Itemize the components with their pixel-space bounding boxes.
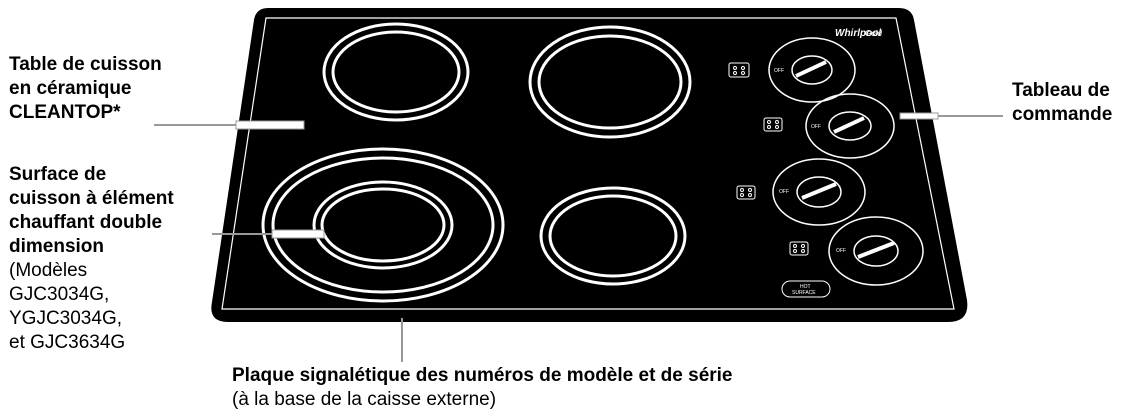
control-knob-3[interactable]: OFF — [772, 158, 866, 226]
cooktop-inner-border — [221, 17, 955, 310]
hot-surface-line1: HOT — [800, 284, 811, 290]
control-knob-4[interactable]: OFF — [828, 216, 924, 286]
leader-cooktop — [154, 120, 305, 130]
label-models-line1: (Modèles — [9, 260, 88, 281]
label-dual-line1: Surface de — [9, 164, 107, 185]
knob-off-label-3: OFF — [779, 189, 789, 195]
label-nameplate-note: (à la base de la caisse externe) — [232, 389, 497, 410]
cooktop-body — [211, 8, 968, 322]
burner-dual-element — [261, 147, 505, 303]
label-cooktop: Table de cuisson en céramique CLEANTOP* — [9, 53, 162, 125]
label-dual-line3: chauffant double — [9, 212, 163, 233]
brand-logo: Whirlpool — [835, 28, 881, 39]
burner-indicator-icon-1 — [728, 62, 750, 78]
brand-suffix: Gold — [865, 29, 882, 38]
burner-indicator-icon-4 — [789, 241, 809, 256]
label-dual-line2: cuisson à élément — [9, 188, 174, 209]
label-control-line1: Tableau de — [1012, 80, 1110, 101]
label-nameplate-title: Plaque signalétique des numéros de modèl… — [232, 365, 733, 386]
label-control-panel: Tableau de commande — [1012, 79, 1112, 127]
label-dual-element: Surface de cuisson à élément chauffant d… — [9, 163, 174, 355]
label-models-line4: et GJC3634G — [9, 332, 126, 353]
label-cooktop-line2: en céramique — [9, 78, 132, 99]
control-knob-2[interactable]: OFF — [805, 93, 895, 159]
knob-off-label-4: OFF — [836, 248, 846, 254]
label-control-line2: commande — [1012, 104, 1113, 125]
label-cooktop-line1: Table de cuisson — [9, 54, 162, 75]
knob-off-label-1: OFF — [774, 68, 784, 74]
leader-control-panel — [899, 112, 1003, 120]
burner-indicator-icon-3 — [736, 185, 756, 200]
label-models-line2: GJC3034G, — [9, 284, 110, 305]
label-dual-line4: dimension — [9, 236, 105, 257]
leader-dual-element — [212, 229, 325, 239]
label-models-line3: YGJC3034G, — [9, 308, 122, 329]
label-cooktop-line3: CLEANTOP* — [9, 102, 121, 123]
hot-surface-line2: SURFACE — [792, 290, 816, 296]
label-nameplate: Plaque signalétique des numéros de modèl… — [232, 364, 733, 412]
burner-rear-left — [322, 22, 470, 122]
burner-front-right — [539, 186, 687, 286]
burner-rear-right — [528, 25, 692, 139]
hot-surface-indicator: HOT SURFACE — [781, 280, 831, 298]
control-knob-1[interactable]: OFF — [768, 37, 856, 103]
burner-indicator-icon-2 — [763, 117, 783, 132]
knob-off-label-2: OFF — [811, 124, 821, 130]
